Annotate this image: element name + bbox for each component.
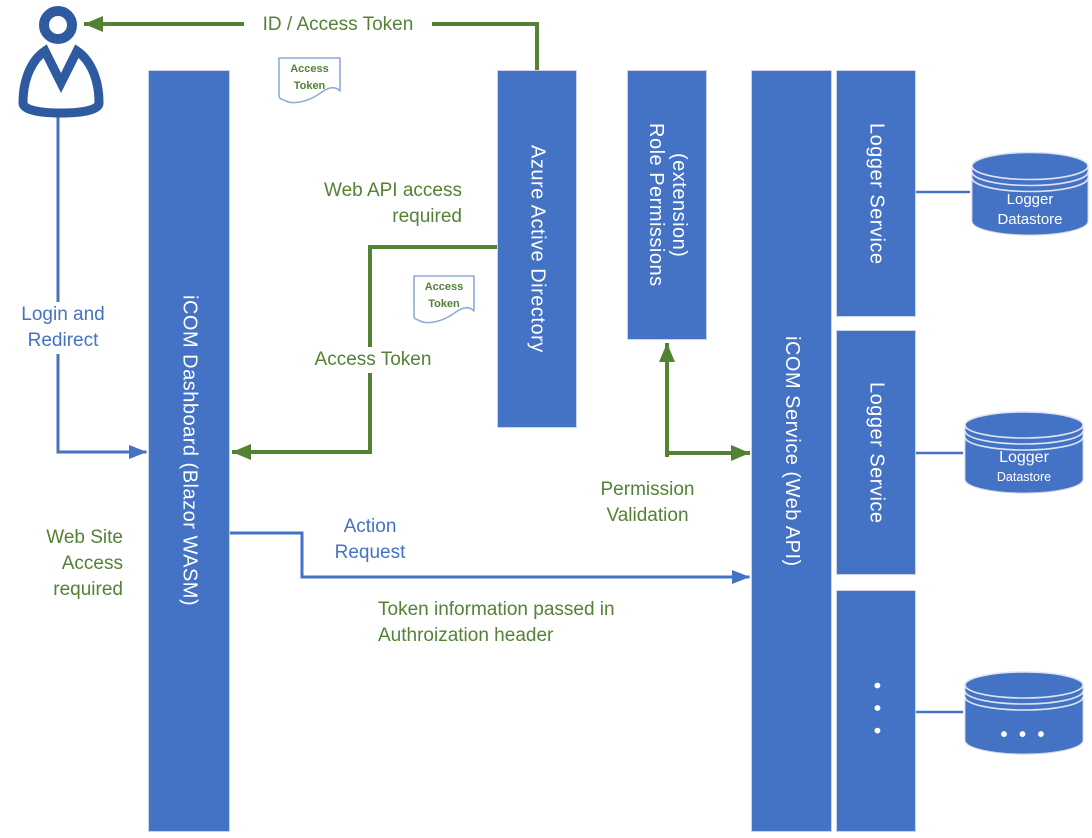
label-access-token: Access Token bbox=[306, 347, 440, 373]
database-icon bbox=[964, 671, 1084, 755]
label-token-information: Token information passed in Authroizatio… bbox=[378, 599, 615, 646]
label-login-and-redirect: Login and Redirect bbox=[8, 302, 118, 354]
label-web-api-access-required: Web API access required bbox=[324, 180, 462, 227]
document-icon bbox=[278, 57, 341, 104]
action-request-arrow bbox=[228, 531, 750, 584]
node-more-services: • • • bbox=[836, 590, 916, 832]
node-azure-active-directory: Azure Active Directory bbox=[497, 70, 577, 428]
label-permission-validation: Permission Validation bbox=[600, 479, 695, 526]
datastore-logger-1-line2: Datastore bbox=[997, 210, 1063, 228]
label-action-request: Action Request bbox=[334, 516, 406, 563]
login-redirect-arrow bbox=[56, 110, 147, 459]
datastore-logger-1-line1: Logger bbox=[1006, 191, 1054, 208]
access-token-document-1: Access Token bbox=[278, 57, 341, 105]
datastore-logger-1: Logger Datastore bbox=[970, 150, 1090, 237]
database-icon bbox=[964, 411, 1084, 494]
document-icon bbox=[413, 275, 475, 324]
node-role-permissions: Role Permissions (extension) bbox=[627, 70, 707, 340]
node-logger-service-2-label: Logger Service bbox=[865, 381, 888, 524]
node-logger-service-2: Logger Service bbox=[836, 330, 916, 575]
user-icon bbox=[18, 6, 104, 118]
node-icom-service: iCOM Service (Web API) bbox=[751, 70, 832, 832]
datastore-logger-2-line1: Logger bbox=[999, 449, 1049, 466]
datastore-logger-2: Logger Datastore bbox=[963, 410, 1085, 494]
node-icom-dashboard: iCOM Dashboard (Blazor WASM) bbox=[148, 70, 230, 832]
database-icon bbox=[971, 151, 1089, 236]
label-id-access-token: ID / Access Token bbox=[244, 12, 432, 38]
access-token-document-2-text: Access Token bbox=[424, 281, 464, 310]
access-token-document-2: Access Token bbox=[413, 275, 475, 325]
label-web-site-access-required: Web Site Access required bbox=[46, 527, 123, 600]
datastore-more: • • • bbox=[963, 670, 1085, 756]
id-access-token-arrow bbox=[84, 16, 539, 72]
access-token-document-1-text: Access Token bbox=[290, 63, 329, 92]
datastore-more-dots: • • • bbox=[1000, 724, 1048, 746]
node-logger-service-1-label: Logger Service bbox=[865, 122, 888, 265]
node-more-services-dots: • • • bbox=[865, 682, 888, 740]
node-azure-active-directory-label: Azure Active Directory bbox=[526, 145, 549, 353]
node-icom-dashboard-label: iCOM Dashboard (Blazor WASM) bbox=[178, 295, 201, 607]
node-logger-service-1: Logger Service bbox=[836, 70, 916, 317]
node-role-permissions-label: Role Permissions (extension) bbox=[645, 123, 690, 287]
node-icom-service-label: iCOM Service (Web API) bbox=[781, 335, 803, 567]
datastore-logger-2-line2: Datastore bbox=[996, 469, 1052, 484]
